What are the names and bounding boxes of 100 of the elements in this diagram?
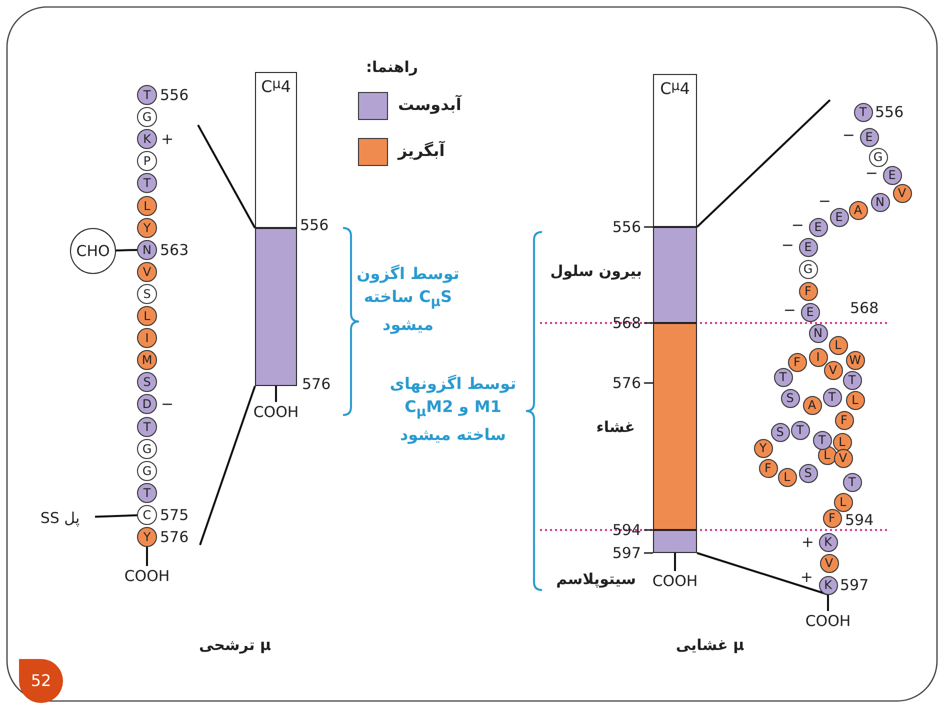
- position-number: 563: [160, 240, 189, 259]
- region-label: غشاء: [595, 418, 635, 437]
- amino-acid-circle: C: [137, 504, 157, 525]
- amino-acid-circle: F: [822, 508, 842, 528]
- position-number: 594: [612, 521, 641, 539]
- amino-acid-circle: T: [842, 472, 862, 492]
- amino-acid-circle: T: [137, 173, 157, 194]
- connector-line: [696, 99, 831, 228]
- amino-acid-circle: N: [137, 240, 157, 260]
- amino-acid-circle: T: [137, 416, 157, 436]
- page-number: 52: [19, 659, 63, 703]
- amino-acid-circle: G: [137, 438, 157, 459]
- amino-acid-circle: T: [790, 420, 810, 440]
- amino-acid-circle: F: [758, 458, 778, 478]
- position-number: 575: [160, 506, 189, 524]
- region-label: بیرون سلول: [549, 262, 642, 281]
- amino-acid-circle: A: [848, 200, 868, 220]
- amino-acid-circle: I: [137, 328, 157, 348]
- charge-sign: +: [801, 533, 814, 551]
- amino-acid-circle: L: [834, 492, 852, 512]
- amino-acid-circle: K: [818, 532, 838, 552]
- amino-acid-circle: T: [822, 388, 842, 406]
- domain-bar-segment: [653, 323, 697, 530]
- connector-line: [197, 124, 256, 228]
- amino-acid-circle: V: [834, 448, 852, 468]
- amino-acid-circle: Y: [137, 218, 157, 238]
- charge-sign: −: [818, 192, 831, 210]
- amino-acid-circle: M: [137, 350, 157, 370]
- amino-acid-circle: P: [137, 151, 157, 172]
- amino-acid-circle: G: [868, 148, 888, 166]
- charge-sign: +: [800, 568, 813, 586]
- amino-acid-circle: T: [842, 370, 862, 390]
- charge-sign: −: [791, 216, 804, 234]
- amino-acid-circle: T: [854, 102, 872, 122]
- connector-line: [199, 386, 256, 546]
- bond-label: پل SS: [25, 508, 95, 528]
- amino-acid-circle: G: [137, 460, 157, 481]
- amino-acid-circle: L: [137, 306, 157, 326]
- amino-acid-circle: T: [137, 482, 157, 503]
- position-number: 576: [302, 375, 331, 393]
- position-number: 597: [840, 576, 869, 594]
- amino-acid-circle: S: [770, 422, 790, 442]
- charge-sign: −: [842, 126, 855, 144]
- position-number: 568: [612, 314, 641, 332]
- amino-acid-circle: L: [846, 390, 864, 410]
- amino-acid-circle: E: [800, 302, 820, 322]
- terminus-label: COOH: [797, 611, 859, 631]
- connector-line: [146, 547, 148, 566]
- amino-acid-circle: T: [137, 85, 157, 105]
- connector-line: [116, 248, 138, 252]
- amino-acid-circle: S: [780, 388, 800, 408]
- amino-acid-circle: L: [828, 336, 848, 354]
- amino-acid-circle: E: [798, 238, 818, 256]
- domain-bar-segment: [653, 530, 697, 553]
- amino-acid-circle: S: [137, 284, 157, 304]
- carbohydrate-circle: CHO: [70, 228, 116, 274]
- amino-acid-circle: F: [798, 282, 818, 300]
- amino-acid-circle: G: [798, 260, 818, 278]
- amino-acid-circle: A: [802, 396, 822, 414]
- charge-sign: −: [161, 395, 174, 414]
- position-number: 568: [850, 299, 879, 317]
- amino-acid-circle: S: [798, 464, 818, 482]
- charge-sign: −: [781, 236, 794, 254]
- position-number: 556: [160, 86, 189, 104]
- terminus-label: COOH: [644, 571, 706, 591]
- amino-acid-circle: Y: [754, 438, 772, 458]
- position-number: 597: [612, 544, 641, 562]
- position-number: 556: [612, 218, 641, 236]
- amino-acid-circle: L: [778, 468, 796, 486]
- position-number: 556: [875, 103, 904, 121]
- amino-acid-circle: F: [788, 352, 806, 372]
- amino-acid-circle: I: [808, 348, 828, 366]
- amino-acid-circle: E: [882, 166, 902, 184]
- connector-line: [674, 553, 676, 571]
- amino-acid-circle: S: [137, 372, 157, 392]
- amino-acid-circle: V: [137, 262, 157, 282]
- position-number: 576: [612, 374, 641, 392]
- position-number: 556: [300, 216, 329, 234]
- panel-caption: μ ترشحی: [198, 636, 272, 655]
- region-label: سیتوپلاسم: [555, 570, 636, 589]
- amino-acid-circle: G: [137, 107, 157, 128]
- amino-acid-circle: N: [870, 192, 890, 212]
- amino-acid-circle: K: [137, 129, 157, 150]
- amino-acid-circle: D: [137, 394, 157, 414]
- amino-acid-circle: N: [808, 324, 828, 342]
- amino-acid-circle: E: [860, 128, 878, 146]
- charge-sign: −: [865, 164, 878, 182]
- position-number: 594: [845, 511, 874, 529]
- legend-heading: راهنما:: [365, 58, 418, 77]
- terminus-label: COOH: [245, 402, 307, 422]
- amino-acid-circle: L: [137, 196, 157, 216]
- charge-sign: +: [161, 130, 174, 148]
- amino-acid-circle: Y: [137, 527, 157, 547]
- amino-acid-circle: V: [824, 360, 842, 380]
- amino-acid-circle: V: [820, 554, 838, 572]
- legend-label: آبدوست: [398, 95, 462, 115]
- domain-bar-segment: [653, 227, 697, 323]
- amino-acid-circle: K: [818, 576, 838, 594]
- domain-bar-segment: [255, 228, 297, 386]
- terminus-label: COOH: [116, 566, 178, 586]
